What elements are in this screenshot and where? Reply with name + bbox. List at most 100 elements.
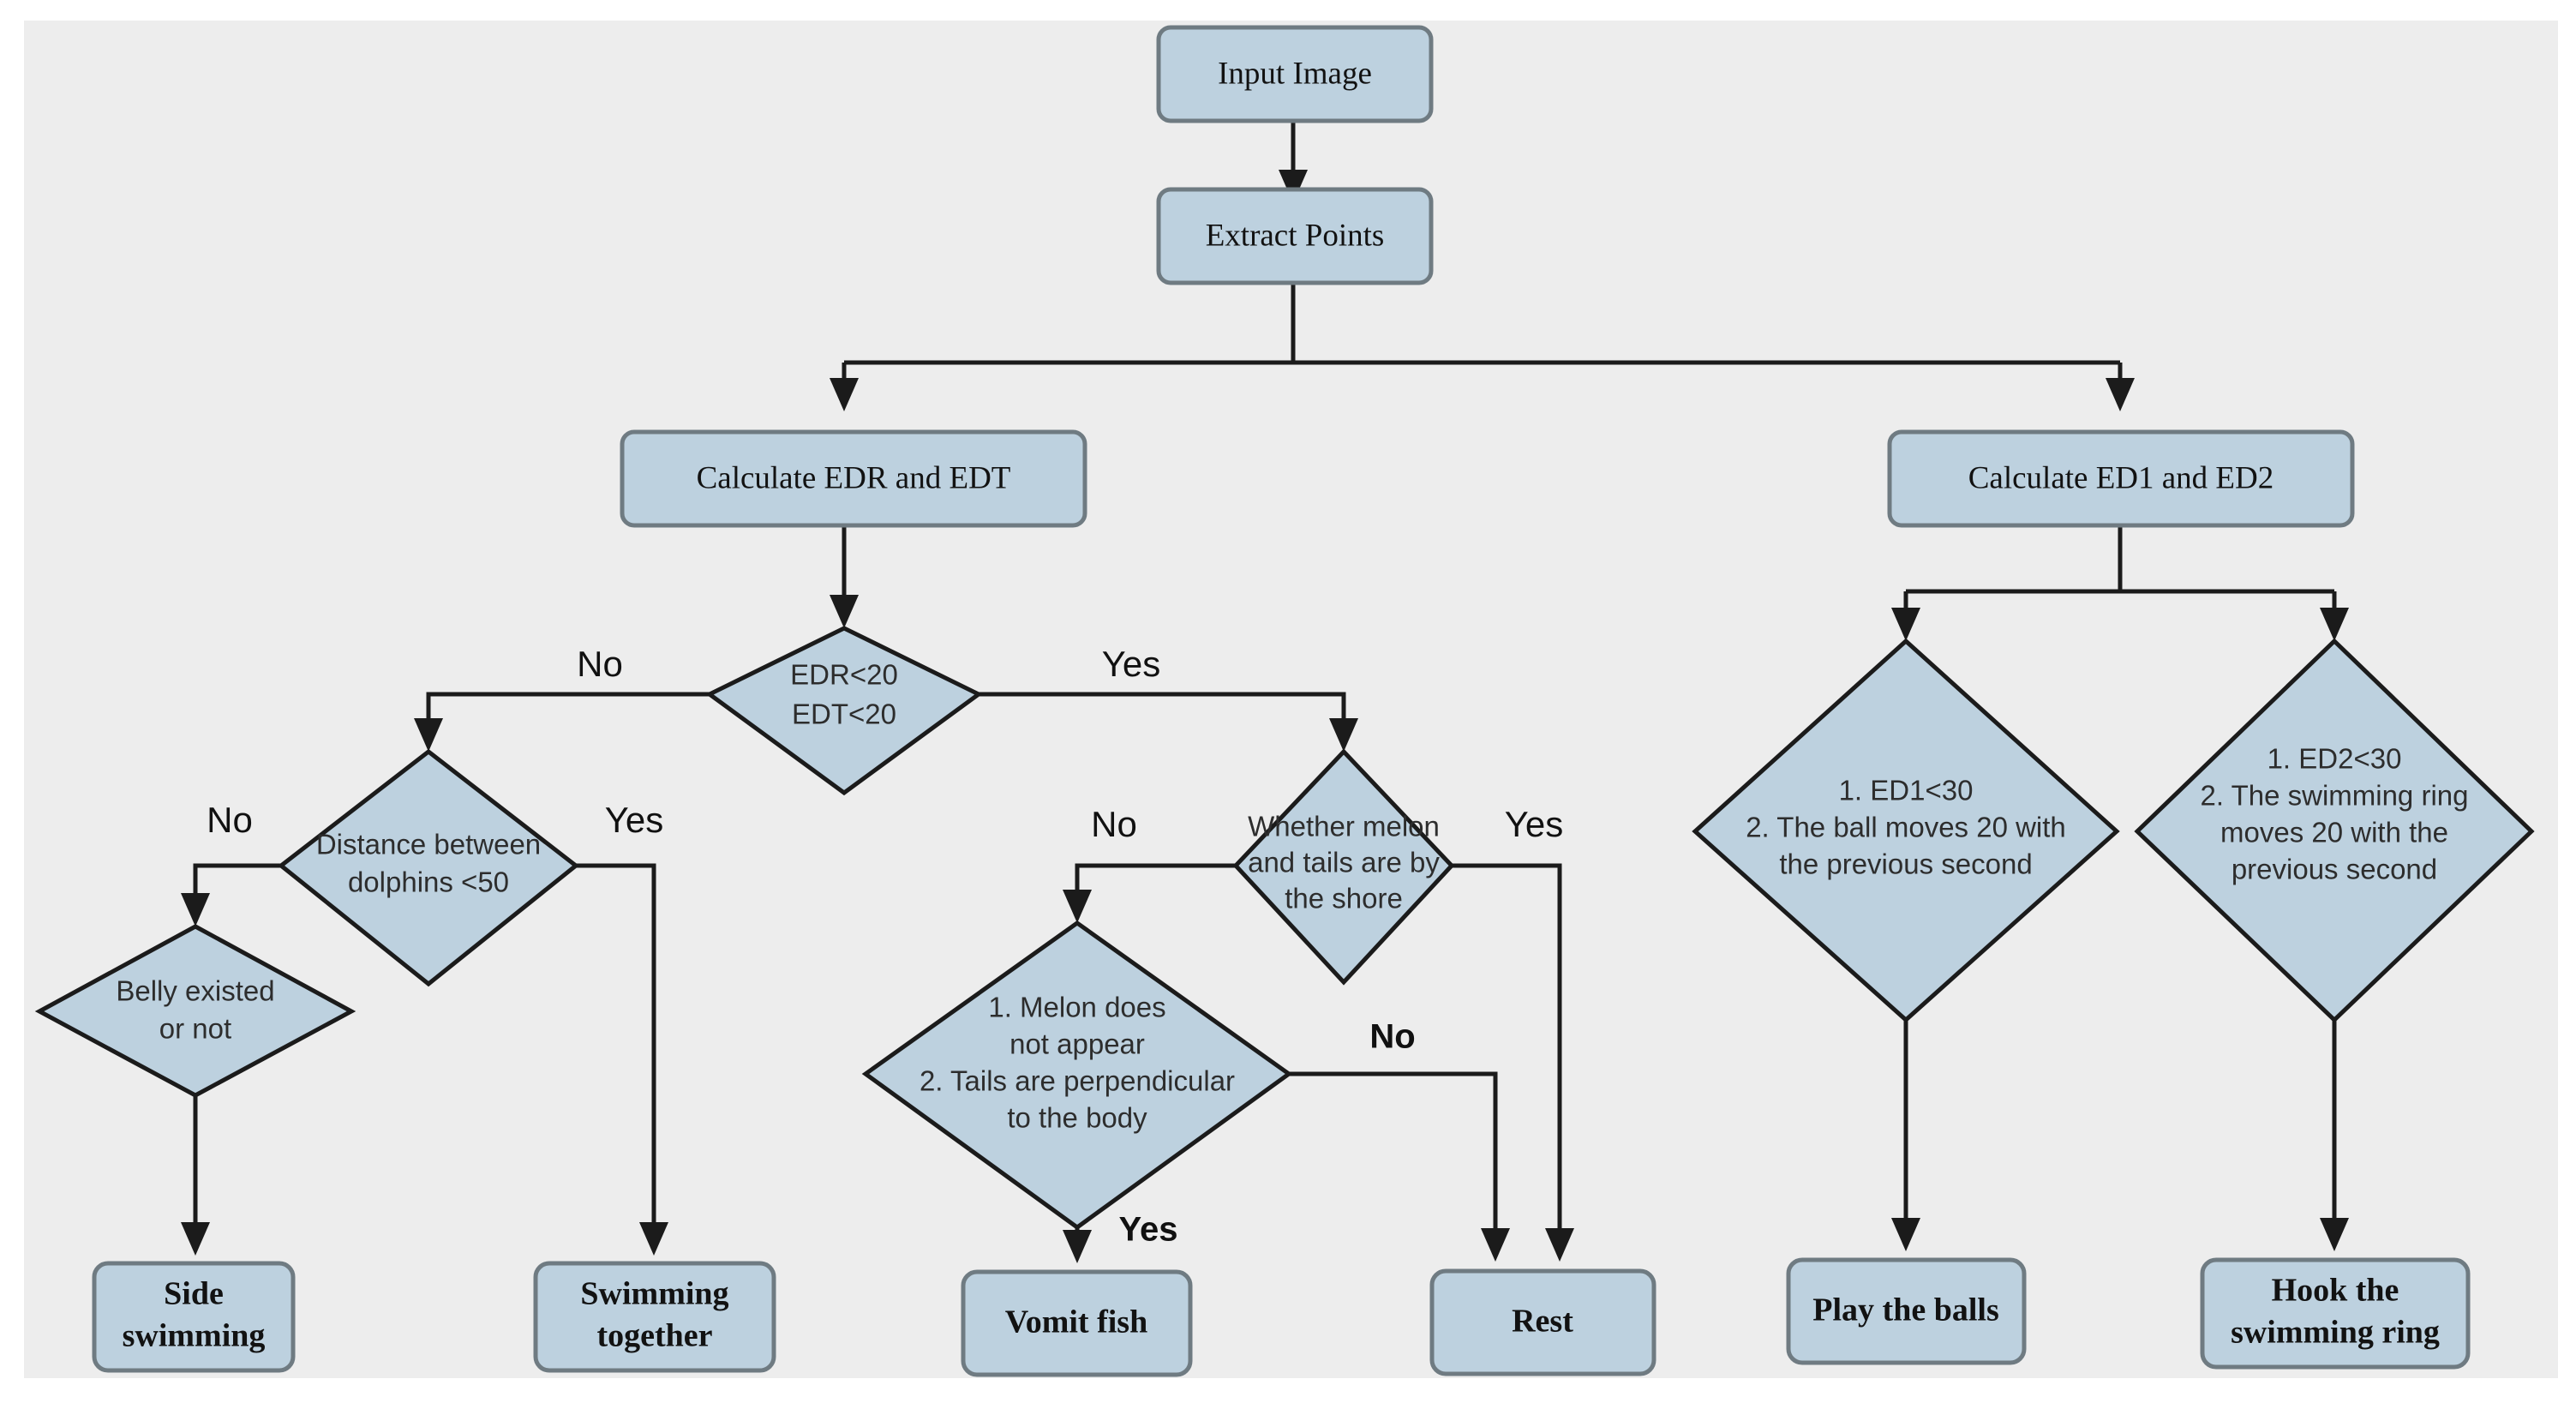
melon-tails-shore-line-1: Whether melon bbox=[1248, 811, 1440, 842]
arrowhead-ed2-to-hook bbox=[2320, 1218, 2349, 1251]
vomit-fish-line-1: Vomit fish bbox=[1005, 1304, 1147, 1340]
input-image-box[interactable] bbox=[1156, 25, 1434, 123]
ed1-check-line-1: 1. ED1<30 bbox=[1839, 775, 1974, 806]
node-hook-swimming-ring[interactable]: Hook the swimming ring bbox=[2200, 1257, 2471, 1370]
arrowhead-input-to-extract bbox=[1279, 170, 1308, 203]
node-belly-existed[interactable]: Belly existed or not bbox=[34, 924, 356, 1098]
ed2-check-line-2: 2. The swimming ring bbox=[2200, 780, 2468, 812]
arrowhead-extract-to-edr bbox=[830, 378, 859, 411]
ed2-check-line-3: moves 20 with the bbox=[2220, 817, 2448, 848]
vomit-fish-box[interactable] bbox=[961, 1269, 1193, 1377]
node-play-the-balls[interactable]: Play the balls bbox=[1786, 1257, 2027, 1365]
calculate-edr-edt-box[interactable] bbox=[620, 429, 1087, 528]
edge-edr-yes bbox=[977, 692, 1346, 728]
edge-distance-yes bbox=[574, 863, 656, 1232]
ed2-check-line-1: 1. ED2<30 bbox=[2267, 743, 2402, 775]
node-calculate-ed1-ed2[interactable]: Calculate ED1 and ED2 bbox=[1887, 429, 2355, 528]
edge-body-no bbox=[1287, 1071, 1498, 1238]
edge-label-shore-yes: Yes bbox=[1505, 804, 1564, 844]
edge-label-body-no: No bbox=[1369, 1018, 1415, 1056]
node-input-image[interactable]: Input Image bbox=[1156, 25, 1434, 123]
edge-label-body-yes: Yes bbox=[1119, 1211, 1178, 1249]
edge-label-distance-no: No bbox=[207, 800, 253, 840]
calculate-ed1-ed2-label: Calculate ED1 and ED2 bbox=[1968, 460, 2274, 495]
node-rest[interactable]: Rest bbox=[1429, 1268, 1656, 1376]
arrowhead-edr-yes bbox=[1329, 718, 1358, 752]
swimming-together-line-1: Swimming bbox=[580, 1276, 728, 1312]
rest-box[interactable] bbox=[1429, 1268, 1656, 1376]
extract-points-label: Extract Points bbox=[1206, 218, 1385, 253]
ed2-check-line-4: previous second bbox=[2232, 854, 2437, 885]
edge-label-layer: No Yes No Yes No Yes No Yes bbox=[207, 644, 1563, 1248]
arrowhead-ed1-to-play bbox=[1891, 1218, 1920, 1251]
edge-shore-yes bbox=[1450, 863, 1562, 1238]
edge-distance-no bbox=[193, 863, 283, 902]
edr-edt-check-line-2: EDT<20 bbox=[792, 699, 896, 730]
connector-layer bbox=[181, 121, 2349, 1263]
melon-tails-body-line-2: not appear bbox=[1009, 1028, 1145, 1060]
distance-dolphins-line-1: Distance between bbox=[316, 829, 541, 860]
edr-edt-check-diamond[interactable] bbox=[705, 626, 983, 796]
arrowhead-body-no bbox=[1481, 1228, 1510, 1262]
hook-swimming-ring-line-2: swimming ring bbox=[2231, 1315, 2440, 1351]
edge-label-distance-yes: Yes bbox=[605, 800, 664, 840]
distance-dolphins-line-2: dolphins <50 bbox=[348, 866, 509, 898]
node-melon-tails-shore[interactable]: Whether melon and tails are by the shore bbox=[1232, 748, 1455, 986]
arrowhead-calced1-to-ed1 bbox=[1891, 608, 1920, 641]
arrowhead-extract-to-ed1 bbox=[2106, 378, 2135, 411]
side-swimming-line-1: Side bbox=[164, 1276, 224, 1312]
calculate-ed1-ed2-box[interactable] bbox=[1887, 429, 2355, 528]
input-image-label: Input Image bbox=[1218, 56, 1372, 91]
node-ed2-check[interactable]: 1. ED2<30 2. The swimming ring moves 20 … bbox=[2134, 638, 2535, 1023]
ed2-check-diamond[interactable] bbox=[2134, 638, 2535, 1023]
play-the-balls-line-1: Play the balls bbox=[1812, 1292, 1998, 1328]
melon-tails-shore-line-2: and tails are by bbox=[1248, 847, 1440, 878]
distance-dolphins-diamond[interactable] bbox=[277, 748, 580, 987]
melon-tails-shore-diamond[interactable] bbox=[1232, 748, 1455, 986]
edge-shore-no bbox=[1075, 863, 1237, 899]
node-distance-dolphins[interactable]: Distance between dolphins <50 bbox=[277, 748, 580, 987]
arrowhead-distance-yes bbox=[639, 1222, 668, 1256]
node-vomit-fish[interactable]: Vomit fish bbox=[961, 1269, 1193, 1377]
belly-existed-diamond[interactable] bbox=[34, 924, 356, 1098]
melon-tails-body-diamond[interactable] bbox=[861, 920, 1293, 1231]
ed1-check-line-2: 2. The ball moves 20 with bbox=[1746, 812, 2066, 843]
rest-line-1: Rest bbox=[1512, 1304, 1573, 1340]
node-calculate-edr-edt[interactable]: Calculate EDR and EDT bbox=[620, 429, 1087, 528]
ed1-check-line-3: the previous second bbox=[1779, 848, 2032, 880]
melon-tails-body-line-1: 1. Melon does bbox=[988, 992, 1165, 1023]
node-edr-edt-check[interactable]: EDR<20 EDT<20 bbox=[705, 626, 983, 796]
node-extract-points[interactable]: Extract Points bbox=[1156, 187, 1434, 285]
arrowhead-shore-no bbox=[1063, 890, 1092, 923]
belly-existed-line-2: or not bbox=[159, 1013, 231, 1045]
arrowhead-body-yes bbox=[1063, 1230, 1092, 1263]
edr-edt-check-line-1: EDR<20 bbox=[790, 659, 898, 691]
node-ed1-check[interactable]: 1. ED1<30 2. The ball moves 20 with the … bbox=[1692, 638, 2120, 1023]
melon-tails-body-line-4: to the body bbox=[1007, 1102, 1147, 1134]
play-the-balls-box[interactable] bbox=[1786, 1257, 2027, 1365]
node-melon-tails-body[interactable]: 1. Melon does not appear 2. Tails are pe… bbox=[861, 920, 1293, 1231]
arrowhead-shore-yes bbox=[1545, 1228, 1574, 1262]
side-swimming-line-2: swimming bbox=[123, 1318, 266, 1354]
calculate-edr-edt-label: Calculate EDR and EDT bbox=[697, 460, 1011, 495]
belly-existed-line-1: Belly existed bbox=[116, 975, 274, 1007]
edge-label-edr-yes: Yes bbox=[1102, 644, 1161, 684]
swimming-together-box[interactable] bbox=[533, 1261, 776, 1373]
side-swimming-box[interactable] bbox=[92, 1261, 296, 1373]
edge-label-shore-no: No bbox=[1091, 804, 1137, 844]
hook-swimming-ring-line-1: Hook the bbox=[2272, 1273, 2399, 1309]
hook-swimming-ring-box[interactable] bbox=[2200, 1257, 2471, 1370]
edge-label-edr-no: No bbox=[577, 644, 623, 684]
edge-edr-no bbox=[426, 692, 713, 728]
arrowhead-belly-to-side bbox=[181, 1222, 210, 1256]
node-swimming-together[interactable]: Swimming together bbox=[533, 1261, 776, 1373]
arrowhead-calced1-to-ed2 bbox=[2320, 608, 2349, 641]
ed1-check-diamond[interactable] bbox=[1692, 638, 2120, 1023]
extract-points-box[interactable] bbox=[1156, 187, 1434, 285]
melon-tails-body-line-3: 2. Tails are perpendicular bbox=[920, 1065, 1235, 1097]
node-side-swimming[interactable]: Side swimming bbox=[92, 1261, 296, 1373]
melon-tails-shore-line-3: the shore bbox=[1285, 883, 1403, 914]
arrowhead-calcedr-to-check bbox=[830, 595, 859, 628]
